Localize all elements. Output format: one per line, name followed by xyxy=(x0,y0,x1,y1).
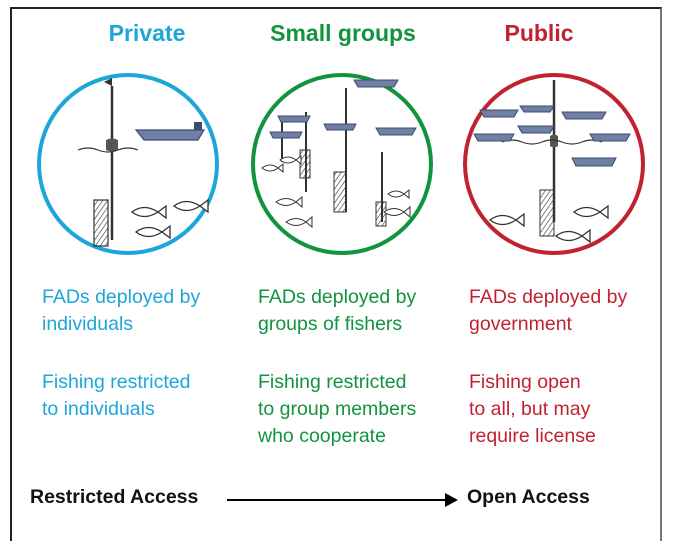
public-illustration xyxy=(463,73,645,255)
boat-icon xyxy=(134,122,206,141)
restricted-access-label: Restricted Access xyxy=(30,486,199,508)
private-fishing-text: Fishing restricted to individuals xyxy=(42,371,191,420)
open-access-label: Open Access xyxy=(467,486,590,508)
title-public: Public xyxy=(504,20,574,46)
title-private: Private xyxy=(108,20,186,46)
boat-icon xyxy=(473,105,631,167)
private-deployment-text: FADs deployed by individuals xyxy=(42,286,201,335)
small-groups-illustration xyxy=(251,73,433,255)
boat-icon xyxy=(269,79,417,139)
fad-buoy-pole xyxy=(501,80,603,237)
public-deployment-text: FADs deployed by government xyxy=(469,286,628,335)
title-small-groups: Small groups xyxy=(270,20,416,46)
small-groups-fishing-text: Fishing restricted to group members who … xyxy=(258,371,417,447)
public-fishing-text: Fishing open to all, but may require lic… xyxy=(469,371,596,447)
fish-icon xyxy=(261,154,411,229)
small-groups-deployment-text: FADs deployed by groups of fishers xyxy=(258,286,417,335)
fish-icon xyxy=(488,204,609,244)
fad-buoy-pole xyxy=(77,78,139,247)
fad-buoy-pole xyxy=(281,88,387,227)
arrow-right-icon xyxy=(227,493,458,507)
fish-icon xyxy=(130,198,209,240)
private-illustration xyxy=(37,73,219,255)
